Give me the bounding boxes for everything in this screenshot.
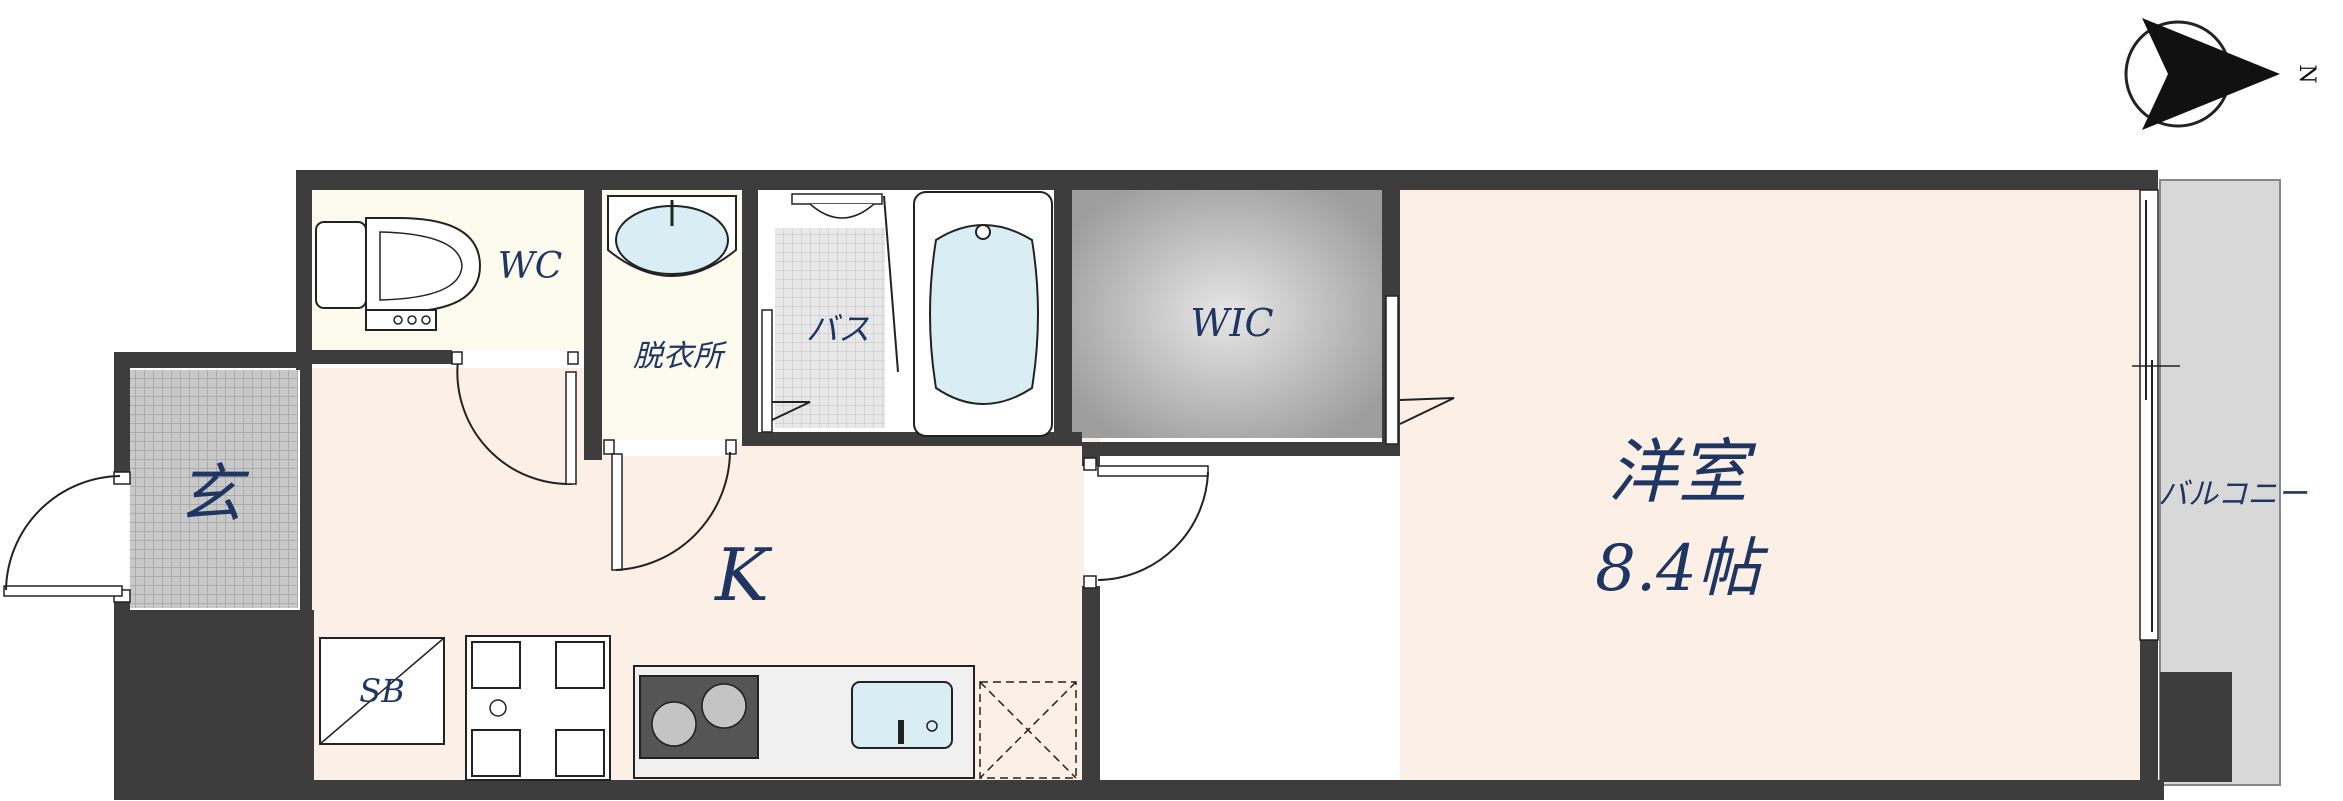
wc-door[interactable] bbox=[451, 351, 579, 486]
bath-mirror-icon bbox=[791, 193, 899, 373]
bath-partition bbox=[761, 309, 773, 433]
bathtub-icon bbox=[913, 191, 1053, 437]
wic-door[interactable] bbox=[1385, 295, 1455, 445]
wic-floor bbox=[1072, 190, 1382, 438]
room-label-wc: WC bbox=[498, 246, 563, 287]
walls bbox=[114, 170, 2232, 800]
north-label: N bbox=[2294, 64, 2319, 83]
compass: N bbox=[2124, 18, 2319, 130]
toilet-icon bbox=[315, 217, 482, 331]
room-label-entrance: 玄 bbox=[178, 458, 250, 532]
entrance-floor bbox=[130, 370, 298, 608]
kitchen-counter bbox=[633, 665, 975, 779]
bath-tile-floor bbox=[775, 228, 885, 428]
bath-door-swing bbox=[771, 401, 811, 421]
fridge-space bbox=[979, 681, 1077, 779]
shoe-box bbox=[319, 637, 445, 745]
dressing-door[interactable] bbox=[603, 439, 738, 571]
room-label-western: 洋室 bbox=[1608, 431, 1757, 513]
washing-machine-space bbox=[465, 635, 611, 781]
room-label-kitchen: K bbox=[713, 533, 773, 617]
washbasin-icon bbox=[607, 195, 737, 277]
entrance-door[interactable] bbox=[3, 471, 131, 603]
room-label-shoe-box: SB bbox=[359, 672, 404, 710]
balcony-window[interactable] bbox=[2132, 189, 2180, 641]
stove-burner-icon bbox=[701, 683, 747, 729]
western-room-floor bbox=[1400, 190, 2140, 782]
western-room-door[interactable] bbox=[1083, 457, 1209, 589]
room-label-dressing: 脱衣所 bbox=[633, 339, 727, 374]
room-label-wic: WIC bbox=[1190, 301, 1273, 345]
room-label-balcony: バルコニー bbox=[2158, 477, 2308, 512]
room-label-bath: バス bbox=[806, 310, 870, 348]
north-arrow-icon bbox=[2142, 18, 2280, 130]
stove-burner-icon bbox=[651, 701, 697, 747]
room-size-western: 8.4帖 bbox=[1595, 532, 1769, 606]
kitchen-sink-icon bbox=[851, 681, 953, 749]
